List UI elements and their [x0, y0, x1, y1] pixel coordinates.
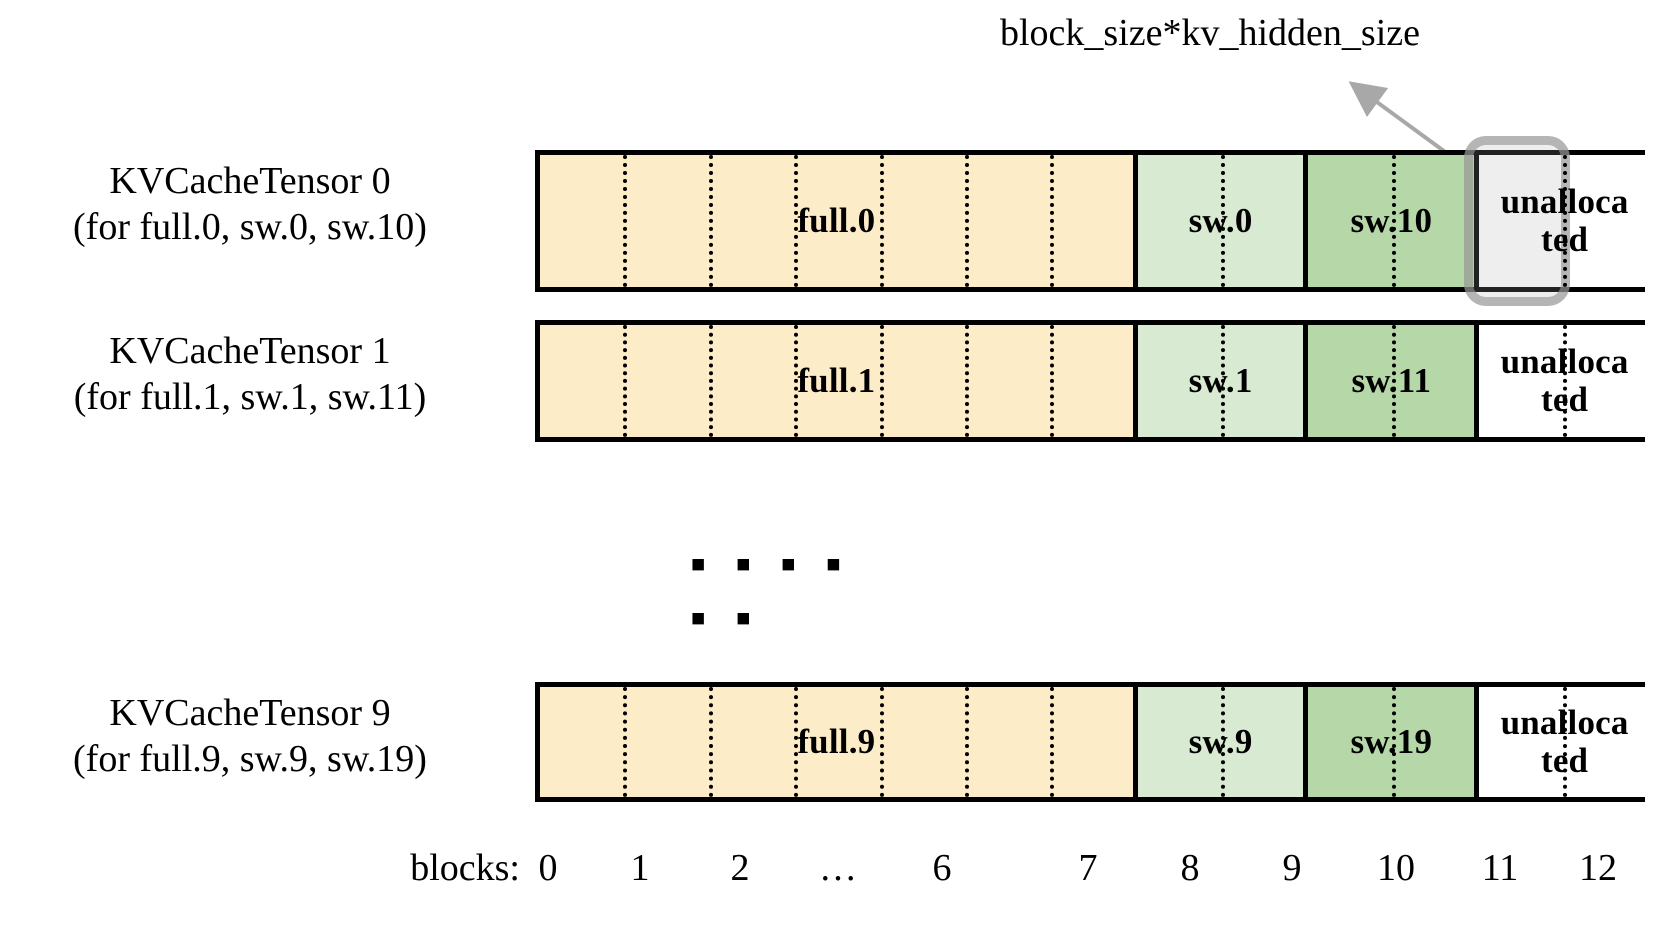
segment-label: full.0	[797, 201, 876, 241]
axis-tick-10: 10	[1377, 847, 1415, 889]
axis-tick-7: 7	[1078, 847, 1098, 889]
segment-label: full.1	[797, 361, 876, 401]
tensor-row-label-line2: (for full.9, sw.9, sw.19)	[73, 738, 427, 781]
axis-tick-12: 12	[1579, 847, 1617, 889]
axis-tick-2: 2	[730, 847, 750, 889]
segment-sw-10[interactable]: sw.10	[1308, 155, 1480, 287]
axis-tick-11: 11	[1481, 847, 1519, 889]
tensor-row-label-line1: KVCacheTensor 1	[109, 330, 391, 372]
axis-tick-1: 1	[630, 847, 650, 889]
arrow-icon	[1348, 81, 1450, 156]
segment-sw-19[interactable]: sw.19	[1308, 687, 1480, 797]
axis-tick-8: 8	[1180, 847, 1200, 889]
tensor-row-label-line2: (for full.1, sw.1, sw.11)	[73, 376, 427, 419]
axis-tick-…: …	[819, 847, 857, 889]
axis-tick-0: 0	[538, 847, 558, 889]
axis-tick-6: 6	[932, 847, 952, 889]
segment-label: full.9	[797, 722, 876, 762]
segment-label: sw.10	[1350, 201, 1433, 241]
tensor-row-label-line1: KVCacheTensor 0	[109, 160, 391, 202]
segment-sw-9[interactable]: sw.9	[1137, 687, 1309, 797]
annotation-label: block_size*kv_hidden_size	[1000, 12, 1421, 54]
tensor-row-label: KVCacheTensor 9(for full.9, sw.9, sw.19)	[0, 690, 500, 783]
segment-full-9[interactable]: full.9	[540, 687, 1138, 797]
segment-sw-0[interactable]: sw.0	[1137, 155, 1309, 287]
tensor-row-label: KVCacheTensor 0(for full.0, sw.0, sw.10)	[0, 158, 500, 251]
segment-full-1[interactable]: full.1	[540, 325, 1138, 437]
segment-label: sw.11	[1351, 361, 1432, 401]
segment-sw-1[interactable]: sw.1	[1137, 325, 1309, 437]
segment-label: sw.0	[1188, 201, 1253, 241]
axis-tick-9: 9	[1282, 847, 1302, 889]
ellipsis-between-rows: ▪ ▪ ▪ ▪ ▪ ▪	[690, 537, 850, 643]
segment-full-0[interactable]: full.0	[540, 155, 1138, 287]
tensor-row-label-line2: (for full.0, sw.0, sw.10)	[73, 206, 427, 249]
segment-label: sw.1	[1188, 361, 1253, 401]
tensor-row-label-line1: KVCacheTensor 9	[109, 692, 391, 734]
segment-label: sw.9	[1188, 722, 1253, 762]
tensor-row-label: KVCacheTensor 1(for full.1, sw.1, sw.11)	[0, 328, 500, 421]
axis-title: blocks:	[410, 847, 520, 889]
segment-sw-11[interactable]: sw.11	[1308, 325, 1480, 437]
segment-label: sw.19	[1350, 722, 1433, 762]
